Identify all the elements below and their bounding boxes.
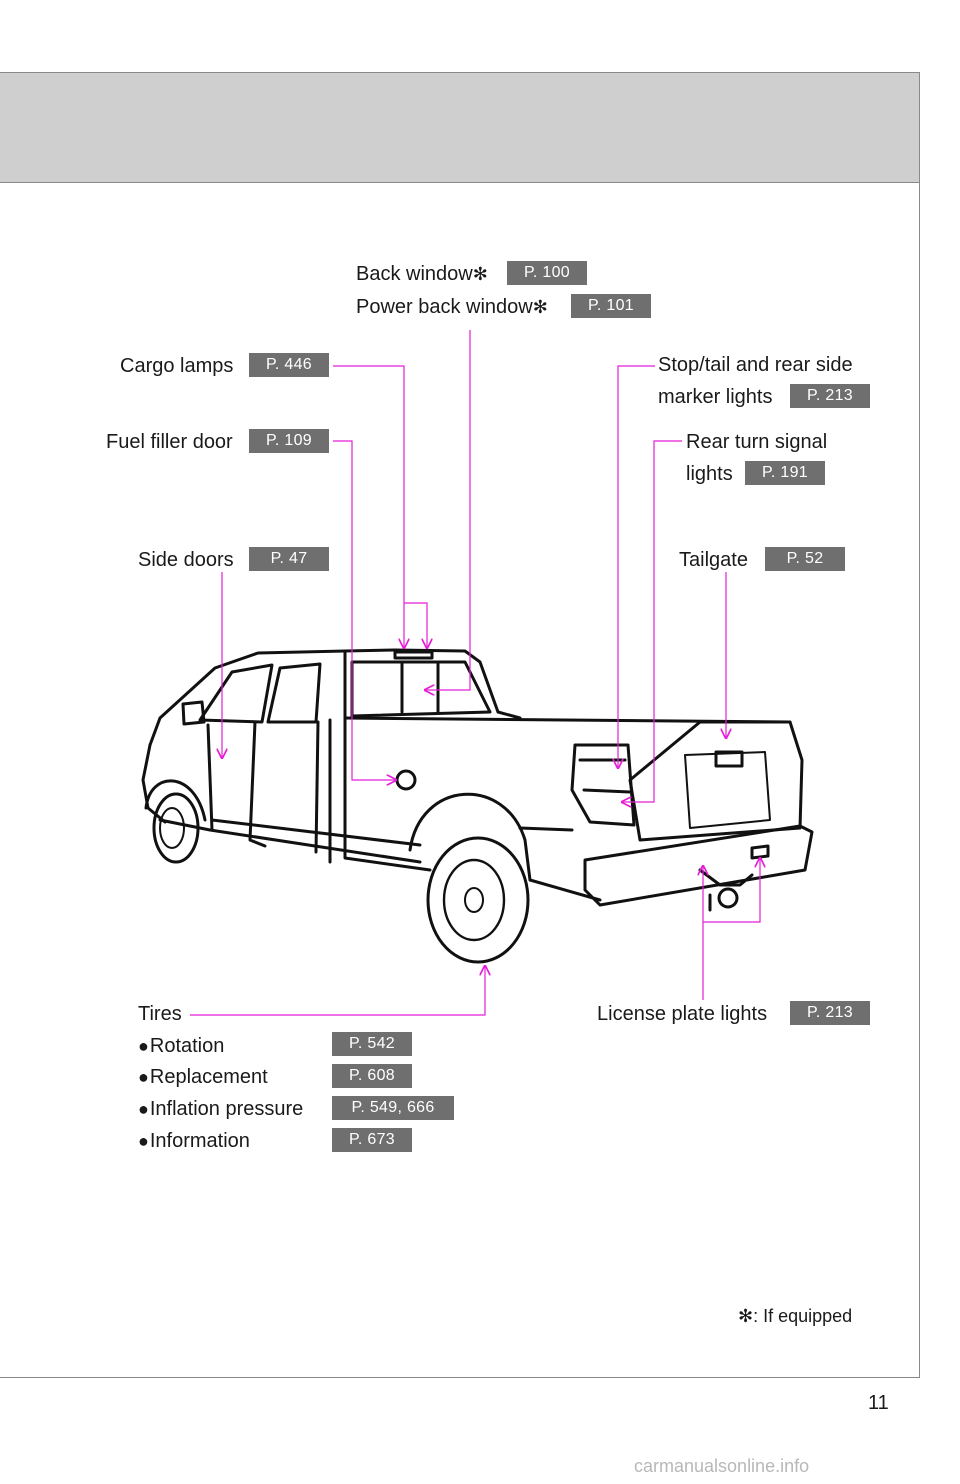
- fuel-filler-door-ref[interactable]: P. 109: [249, 429, 329, 453]
- tires-item-replacement: ●Replacement: [138, 1066, 268, 1088]
- bullet-icon: ●: [138, 1131, 149, 1151]
- leader-back-window: [425, 330, 471, 690]
- page-number: 11: [868, 1392, 889, 1414]
- tires-item-information: ●Information: [138, 1130, 250, 1152]
- header-band: [0, 72, 920, 183]
- license-plate-lights-label: License plate lights: [597, 1003, 768, 1025]
- tires-rotation-ref[interactable]: P. 542: [332, 1032, 412, 1056]
- tires-information-ref[interactable]: P. 673: [332, 1128, 412, 1152]
- asterisk-icon: ✻: [532, 297, 548, 317]
- footnote: ✻: If equipped: [738, 1306, 853, 1326]
- fuel-filler-door-label: Fuel filler door: [106, 431, 233, 453]
- license-plate-lights-ref[interactable]: P. 213: [790, 1001, 870, 1025]
- side-doors-ref[interactable]: P. 47: [249, 547, 329, 571]
- bullet-icon: ●: [138, 1099, 149, 1119]
- leader-cargo-lamps-split: [404, 602, 427, 648]
- truck-body: [141, 648, 814, 964]
- asterisk-icon: ✻: [472, 264, 488, 284]
- rear-turn-ref[interactable]: P. 191: [745, 461, 825, 485]
- tires-title: Tires: [138, 1003, 182, 1025]
- leader-rear-turn: [622, 440, 682, 802]
- stop-tail-label-line2: marker lights: [658, 386, 773, 408]
- tailgate-label: Tailgate: [679, 549, 748, 571]
- stop-tail-label-line1: Stop/tail and rear side: [658, 354, 853, 376]
- cargo-lamps-ref[interactable]: P. 446: [249, 353, 329, 377]
- leader-license-plate-split: [703, 858, 760, 923]
- leader-cargo-lamps: [333, 365, 404, 648]
- bullet-icon: ●: [138, 1067, 149, 1087]
- power-back-window-ref[interactable]: P. 101: [571, 294, 651, 318]
- leader-lines: [190, 330, 760, 1016]
- leader-tires: [190, 966, 485, 1016]
- back-window-label: Back window✻: [356, 263, 488, 285]
- leader-fuel-filler: [333, 440, 396, 780]
- tires-replacement-ref[interactable]: P. 608: [332, 1064, 412, 1088]
- asterisk-icon: ✻: [738, 1306, 754, 1326]
- page-frame-bottom: [0, 1377, 920, 1378]
- tires-item-rotation: ●Rotation: [138, 1035, 225, 1057]
- page-frame-right: [919, 72, 920, 1378]
- rear-turn-label-line2: lights: [686, 463, 733, 485]
- rear-turn-label-line1: Rear turn signal: [686, 431, 828, 453]
- cargo-lamps-label: Cargo lamps: [120, 355, 234, 377]
- tires-item-inflation-pressure: ●Inflation pressure: [138, 1098, 304, 1120]
- stop-tail-ref[interactable]: P. 213: [790, 384, 870, 408]
- watermark: carmanualsonline.info: [634, 1456, 810, 1476]
- side-doors-label: Side doors: [138, 549, 234, 571]
- bullet-icon: ●: [138, 1036, 149, 1056]
- back-window-ref[interactable]: P. 100: [507, 261, 587, 285]
- tires-inflation-pressure-ref[interactable]: P. 549, 666: [332, 1096, 454, 1120]
- power-back-window-label: Power back window✻: [356, 296, 548, 318]
- leader-stop-tail: [618, 365, 655, 768]
- tailgate-ref[interactable]: P. 52: [765, 547, 845, 571]
